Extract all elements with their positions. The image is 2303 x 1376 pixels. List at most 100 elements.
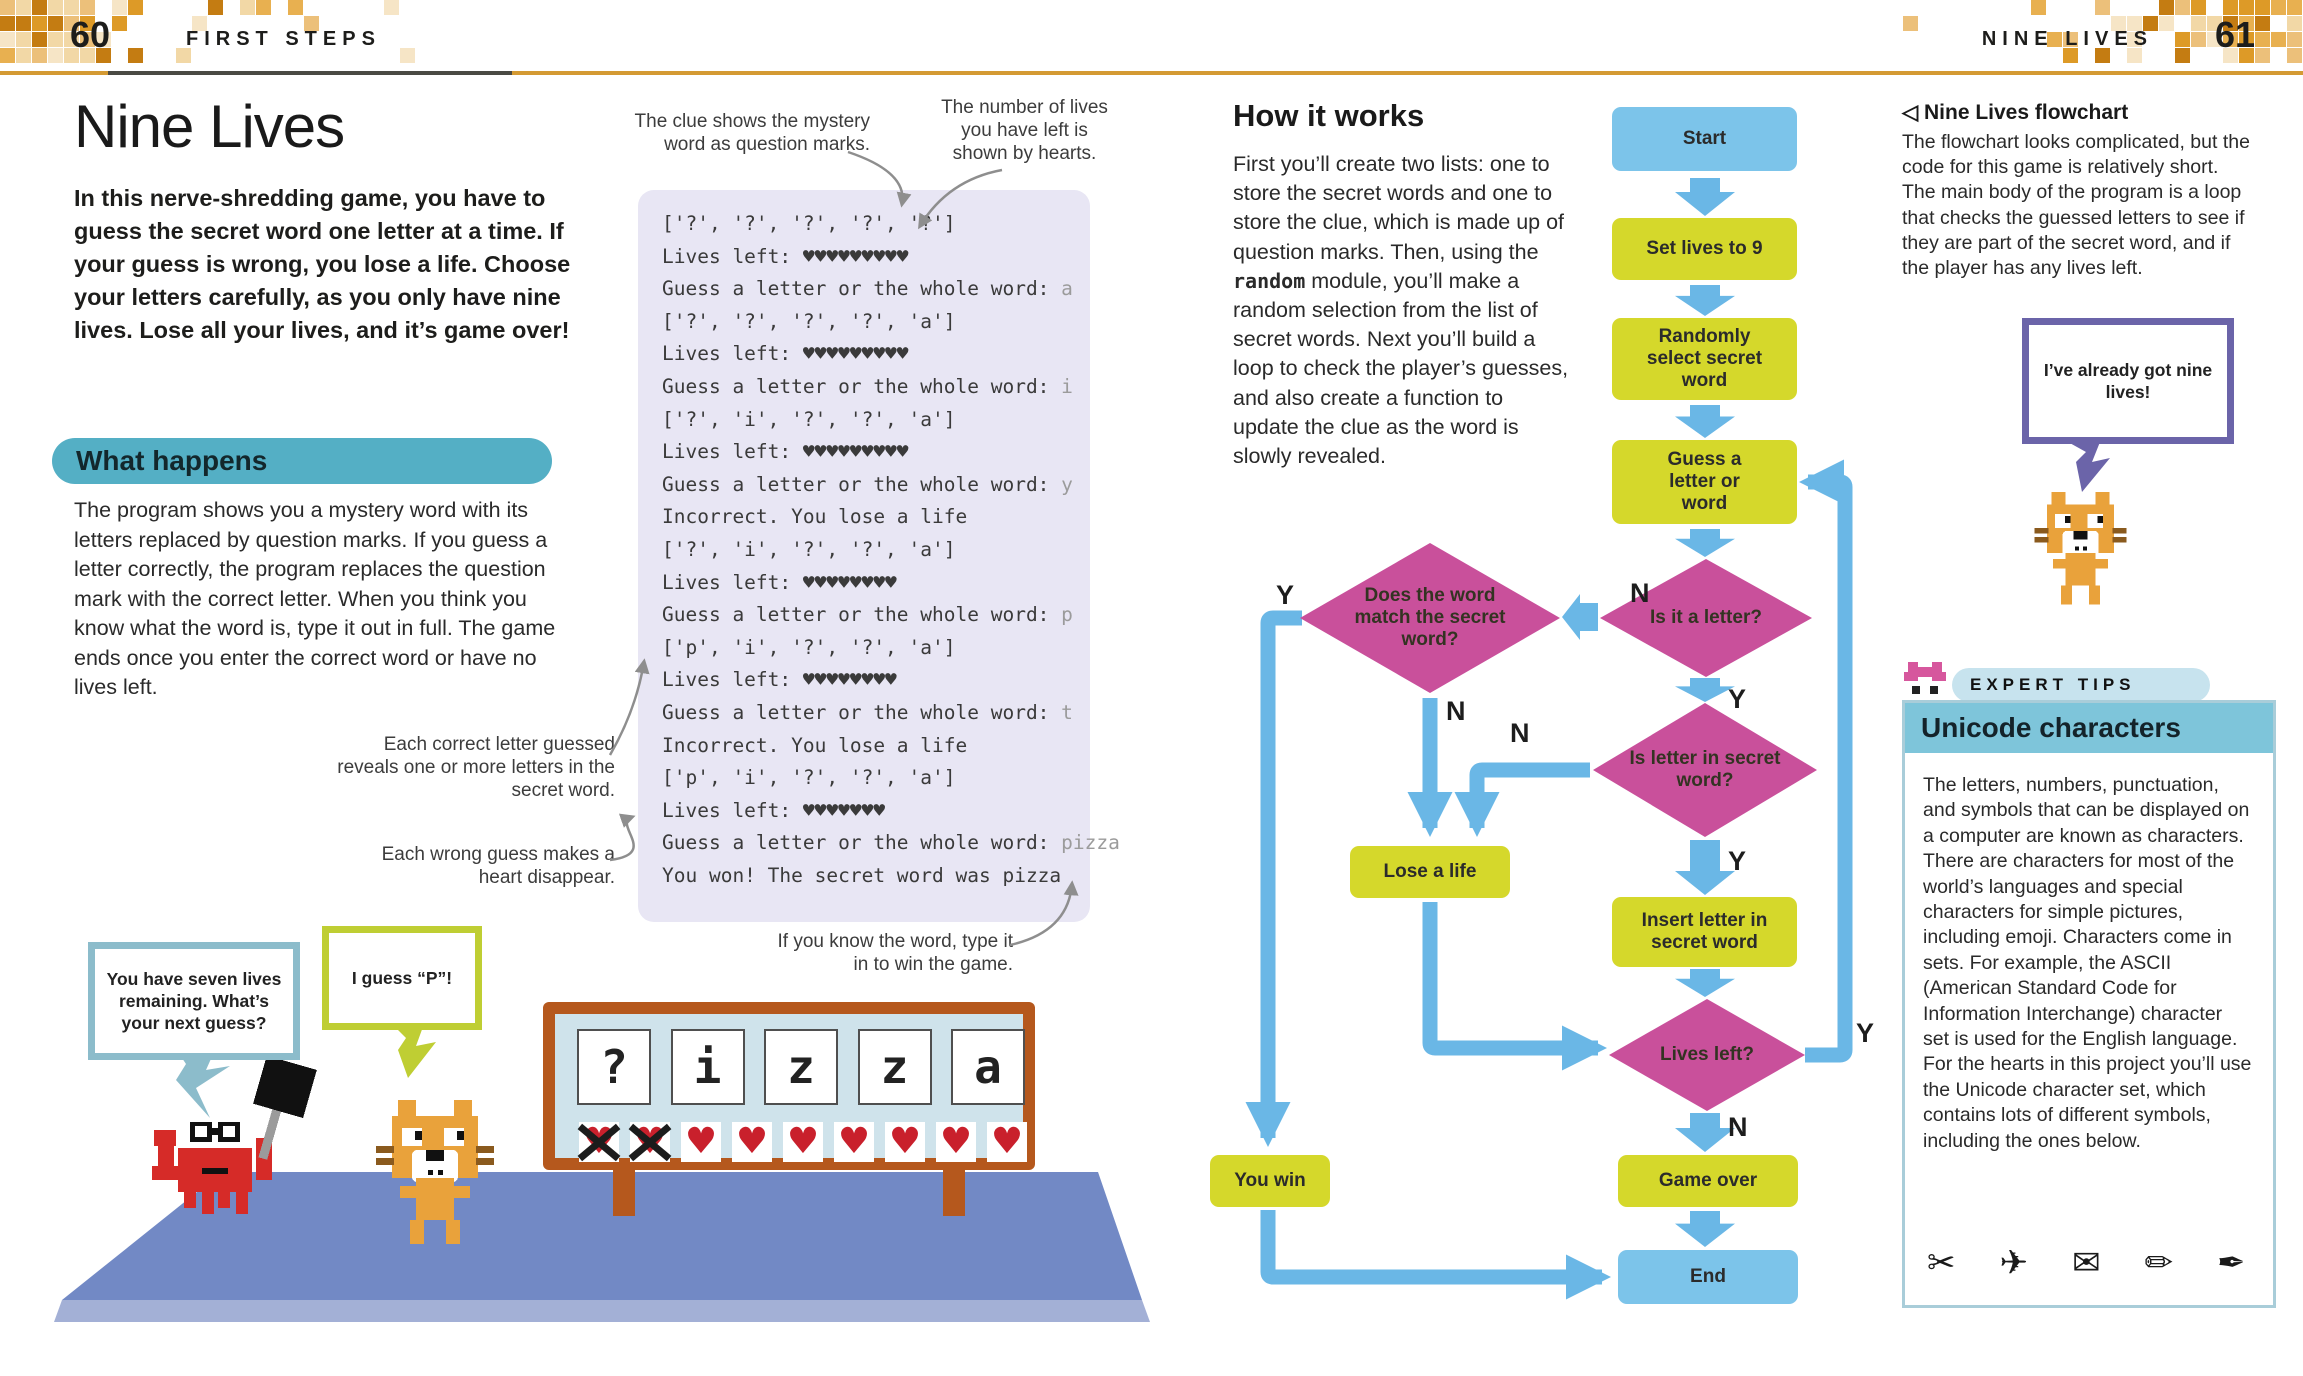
branch-label-yes: Y xyxy=(1276,580,1295,610)
flow-node-random-select: Randomly select secret word xyxy=(1612,318,1797,400)
branch-label-yes: Y xyxy=(1728,684,1747,714)
header-rule xyxy=(0,71,2303,75)
console-user-input: t xyxy=(1061,700,1073,724)
annotation-clue: The clue shows the mystery word as quest… xyxy=(634,111,870,155)
flow-node-game-over: Game over xyxy=(1618,1155,1798,1207)
what-happens-heading: What happens xyxy=(76,445,268,476)
console-line: Guess a letter or the whole word: i xyxy=(662,374,1073,398)
flowchart: Start Set lives to 9 Randomly select sec… xyxy=(1180,90,1880,1350)
board-leg xyxy=(943,1166,965,1216)
flow-node-lose-life: Lose a life xyxy=(1350,846,1510,898)
cat-bubble-tail xyxy=(392,1024,436,1078)
heart-icon: ♥ xyxy=(783,1122,823,1162)
console-line: Lives left: ♥♥♥♥♥♥♥♥♥ xyxy=(662,440,909,464)
cat2-bubble-tail xyxy=(2068,442,2110,492)
annotation-lives: The number of lives you have left is sho… xyxy=(941,97,1108,164)
expert-tips-box: Unicode characters The letters, numbers,… xyxy=(1902,700,2276,1308)
flow-node-end: End xyxy=(1618,1250,1798,1304)
annotation-correct: Each correct letter guessed reveals one … xyxy=(337,734,615,801)
unicode-symbol: ✏ xyxy=(2144,1243,2174,1283)
console-line: Guess a letter or the whole word: pizza xyxy=(662,831,1120,855)
console-line: Guess a letter or the whole word: p xyxy=(662,603,1073,627)
code-keyword: random xyxy=(1233,268,1306,293)
console-line: Lives left: ♥♥♥♥♥♥♥♥ xyxy=(662,570,897,594)
console-line: ['?', '?', '?', '?', '?'] xyxy=(662,212,956,235)
console-line: Guess a letter or the whole word: t xyxy=(662,700,1073,724)
letter-tile: ? xyxy=(577,1029,651,1105)
console-line: Incorrect. You lose a life xyxy=(662,505,968,529)
flow-node-set-lives: Set lives to 9 xyxy=(1612,218,1797,280)
how-it-works-heading: How it works xyxy=(1233,98,1425,133)
console-line: ['?', '?', '?', '?', 'a'] xyxy=(662,309,956,333)
page-number-left: 60 xyxy=(70,14,111,55)
console-line: Guess a letter or the whole word: a xyxy=(662,277,1073,301)
console-line: Lives left: ♥♥♥♥♥♥♥♥ xyxy=(662,668,897,692)
invader-icon xyxy=(1904,662,1946,694)
heart-icon: ♥ xyxy=(987,1122,1027,1162)
branch-label-no: N xyxy=(1630,578,1650,608)
triangle-marker-icon: ◁ xyxy=(1902,101,1919,124)
console-line: Lives left: ♥♥♥♥♥♥♥ xyxy=(662,798,886,822)
console-line: ['?', 'i', '?', '?', 'a'] xyxy=(662,537,956,561)
how-it-works-text: First you’ll create two lists: one to st… xyxy=(1233,152,1565,264)
branch-label-no: N xyxy=(1510,718,1530,748)
flow-node-start: Start xyxy=(1612,107,1797,171)
crab-bubble-tail xyxy=(176,1052,230,1118)
cat2-speech-bubble: I’ve already got nine lives! xyxy=(2022,318,2234,444)
game-console: ['?', '?', '?', '?', '?'] Lives left: ♥♥♥… xyxy=(638,190,1120,922)
branch-label-yes: Y xyxy=(1728,846,1747,876)
floor-edge xyxy=(54,1300,1150,1322)
unicode-symbol: ✈ xyxy=(1999,1243,2029,1283)
expert-tips-body: The letters, numbers, punctuation, and s… xyxy=(1923,774,2252,1152)
console-user-input: pizza xyxy=(1061,831,1120,855)
unicode-symbol: ✉ xyxy=(2072,1243,2101,1283)
page-title: Nine Lives xyxy=(74,93,345,160)
cat-speech-bubble: I guess “P”! xyxy=(322,926,482,1030)
flowchart-caption-body: The flowchart looks complicated, but the… xyxy=(1902,131,2250,280)
unicode-symbols: ✂✈✉✏✒ xyxy=(1927,1243,2246,1283)
console-lines: ['?', '?', '?', '?', '?'] Lives left: ♥♥♥… xyxy=(662,208,1120,892)
cat2-sprite xyxy=(2034,492,2127,605)
branch-label-no: N xyxy=(1446,696,1466,726)
flow-node-you-win: You win xyxy=(1210,1155,1330,1207)
what-happens-body: The program shows you a mystery word wit… xyxy=(74,498,556,699)
console-line: ['p', 'i', '?', '?', 'a'] xyxy=(662,635,956,659)
pixel-mosaic-left xyxy=(0,0,415,63)
expert-tips-tab: EXPERT TIPS xyxy=(1952,668,2210,702)
console-user-input: y xyxy=(1061,472,1073,496)
console-line: Guess a letter or the whole word: y xyxy=(662,472,1073,496)
section-label-right: NINE LIVES xyxy=(1981,28,2153,50)
annotation-wrong: Each wrong guess makes a heart disappear… xyxy=(381,844,615,888)
heart-icon: ♥ xyxy=(936,1122,976,1162)
letter-tile: a xyxy=(951,1029,1025,1105)
console-user-input: a xyxy=(1061,277,1073,301)
letter-tile: z xyxy=(857,1029,932,1105)
console-line: Incorrect. You lose a life xyxy=(662,733,968,757)
branch-label-yes: Y xyxy=(1856,1018,1875,1048)
how-it-works-body: First you’ll create two lists: one to st… xyxy=(1233,150,1571,471)
console-line: Lives left: ♥♥♥♥♥♥♥♥♥ xyxy=(662,244,909,268)
heart-icon: ♥ xyxy=(834,1122,874,1162)
heart-lost: ♥ xyxy=(630,1122,670,1162)
expert-tips-heading: Unicode characters xyxy=(1905,703,2273,753)
unicode-symbol: ✒ xyxy=(2217,1243,2246,1283)
floor xyxy=(62,1172,1142,1300)
intro-paragraph: In this nerve-shredding game, you have t… xyxy=(74,185,571,343)
letter-tile: i xyxy=(670,1029,745,1105)
console-line: ['?', 'i', '?', '?', 'a'] xyxy=(662,407,956,431)
page-number-right: 61 xyxy=(2214,14,2255,55)
board-hearts: ♥♥♥♥♥♥♥♥♥ xyxy=(579,1122,1027,1162)
flowchart-arrows xyxy=(1245,178,1853,1300)
section-label-left: FIRST STEPS xyxy=(186,28,381,50)
expert-tips-label: EXPERT TIPS xyxy=(1970,675,2136,694)
heart-lost: ♥ xyxy=(579,1122,619,1162)
branch-label-no: N xyxy=(1728,1112,1748,1142)
board-leg xyxy=(613,1166,635,1216)
pixel-scene xyxy=(54,1024,1150,1322)
console-line: You won! The secret word was pizza xyxy=(662,863,1062,887)
flowchart-caption-heading: ◁ Nine Lives flowchart xyxy=(1902,101,2129,124)
